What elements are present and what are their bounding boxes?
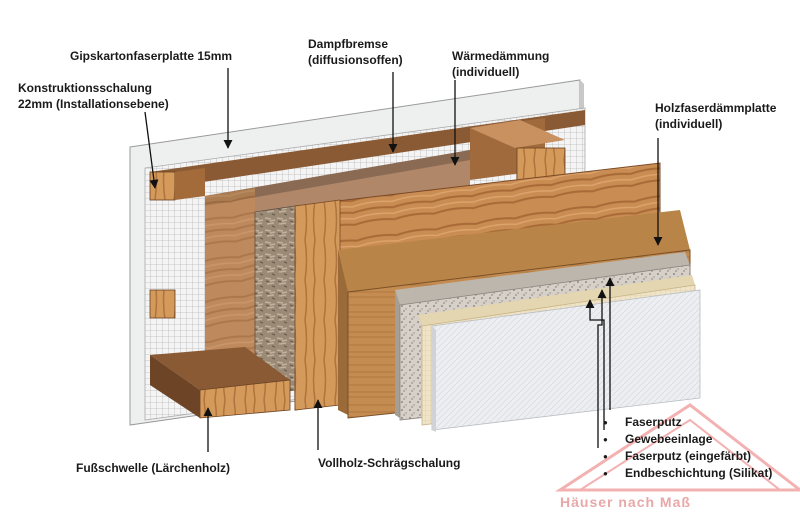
watermark-text: Häuser nach Maß bbox=[560, 494, 691, 510]
plaster-layers-list: Faserputz Gewebeeinlage Faserputz (einge… bbox=[603, 414, 772, 482]
list-item: Faserputz (eingefärbt) bbox=[603, 448, 772, 465]
top-beam bbox=[470, 118, 566, 184]
label-vollholz: Vollholz-Schrägschalung bbox=[318, 456, 461, 470]
label-holzfaser-line1: Holzfaserdämmplatte bbox=[655, 101, 777, 115]
list-item: Faserputz bbox=[603, 414, 772, 431]
list-item: Endbeschichtung (Silikat) bbox=[603, 465, 772, 482]
label-waermedaemmung: Wärmedämmung (individuell) bbox=[452, 48, 549, 80]
label-fussschwelle: Fußschwelle (Lärchenholz) bbox=[76, 461, 231, 475]
silicate-finish-layer bbox=[431, 289, 701, 432]
label-dampfbremse-line2: (diffusionsoffen) bbox=[308, 53, 403, 67]
label-dampfbremse-line1: Dampfbremse bbox=[308, 37, 389, 51]
list-item: Gewebeeinlage bbox=[603, 431, 772, 448]
leader-konstruktion bbox=[144, 111, 159, 189]
label-holzfaser-line2: (individuell) bbox=[655, 117, 723, 131]
leader-plaster-3 bbox=[597, 289, 607, 448]
base-sill bbox=[150, 347, 291, 419]
label-holzfaser: Holzfaserdämmplatte (individuell) bbox=[655, 100, 776, 132]
label-waermedaemmung-line2: (individuell) bbox=[452, 65, 520, 79]
label-konstruktion-line2: 22mm (Installationsebene) bbox=[18, 97, 169, 111]
leader-plaster-2 bbox=[585, 299, 605, 430]
label-dampfbremse: Dampfbremse (diffusionsoffen) bbox=[308, 36, 403, 68]
label-gipskarton: Gipskartonfaserplatte 15mm bbox=[70, 49, 233, 63]
label-konstruktion-line1: Konstruktionsschalung bbox=[18, 81, 153, 95]
label-konstruktion: Konstruktionsschalung 22mm (Installation… bbox=[18, 80, 169, 112]
label-waermedaemmung-line1: Wärmedämmung bbox=[452, 49, 550, 63]
leader-lines bbox=[144, 68, 663, 452]
